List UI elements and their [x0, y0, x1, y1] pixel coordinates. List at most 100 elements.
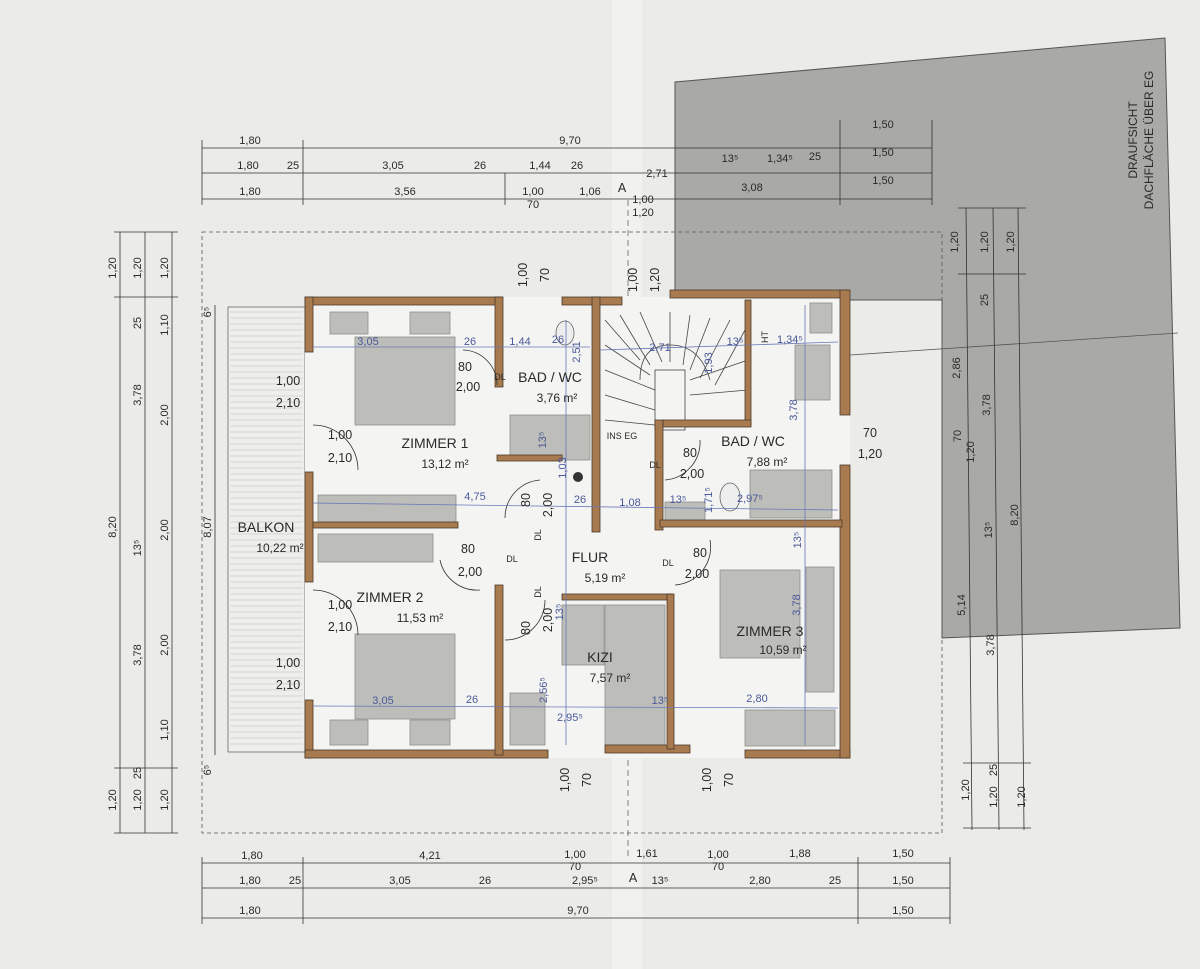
dimension-label: 1,00 — [700, 768, 714, 792]
dimension-label: 25 — [809, 151, 821, 163]
dimension-label: 13⁵ — [670, 494, 687, 506]
roof-label-1: DRAUFSICHT — [1126, 101, 1140, 179]
dimension-label: 1,20 — [960, 779, 972, 800]
sink-bad-2 — [794, 344, 831, 401]
door-swings — [312, 349, 712, 641]
dimension-label: 2,00 — [159, 634, 171, 655]
dimension-label: 1,44 — [509, 336, 530, 348]
dimension-label: 25 — [132, 767, 144, 779]
dimension-label: 26 — [571, 160, 583, 172]
toilet-bad-1 — [555, 320, 575, 346]
room-area: 10,22 m² — [256, 541, 303, 555]
dimension-label: 26 — [466, 694, 478, 706]
dimension-label: 3,05 — [357, 336, 378, 348]
dimension-label: 2,10 — [328, 451, 352, 465]
dimensions-left: 1,20 8,20 1,20 1,20 25 3,78 13⁵ 3,78 25 … — [107, 257, 214, 810]
dimension-label: 80 — [458, 360, 472, 374]
dimension-label: 1,20 — [132, 257, 144, 278]
dimension-label: 1,50 — [892, 875, 913, 887]
dimension-label: DL — [533, 529, 543, 541]
dimension-label: 9,70 — [567, 905, 588, 917]
dimension-label: 4,21 — [419, 850, 440, 862]
dimension-label: 1,03 — [557, 457, 569, 478]
dimension-label: 1,80 — [239, 905, 260, 917]
dimension-label: 3,05 — [382, 160, 403, 172]
dimension-label: 2,00 — [458, 565, 482, 579]
dimension-label: 1,50 — [892, 905, 913, 917]
room-name: ZIMMER 1 — [402, 435, 469, 451]
dimension-label: 4,75 — [464, 491, 485, 503]
dimension-label: 2,86 — [951, 357, 963, 378]
wall — [304, 296, 503, 306]
section-marker-bottom: A — [629, 871, 638, 885]
wardrobe-zimmer-1 — [317, 494, 457, 524]
dimension-label: 25 — [979, 294, 991, 306]
kizi-furniture — [604, 604, 666, 746]
dimension-label: 25 — [132, 317, 144, 329]
dimension-label: 2,10 — [276, 678, 300, 692]
dimension-label: 1,44 — [529, 160, 550, 172]
dimension-label: 1,00 — [564, 849, 585, 861]
dimension-label: 1,20 — [858, 447, 882, 461]
dimension-label: DL — [494, 372, 506, 382]
dimension-label: 5,14 — [956, 594, 968, 615]
room-name: KIZI — [587, 649, 613, 665]
dimension-label: DL — [662, 558, 674, 568]
dimension-label: 2,51 — [571, 341, 583, 362]
bathtub-bad-1 — [509, 414, 591, 461]
dimension-label: 1,80 — [241, 850, 262, 862]
dimension-label: 2,00 — [541, 493, 555, 517]
dimension-label: 1,20 — [632, 207, 653, 219]
dimension-label: 2,00 — [680, 467, 704, 481]
dimension-label: DL — [506, 554, 518, 564]
dimension-label: 1,50 — [872, 119, 893, 131]
dimension-label: 70 — [580, 773, 594, 787]
dimension-label: 1,20 — [159, 789, 171, 810]
roof-ridge-line — [849, 332, 1179, 356]
dimension-label: 1,08 — [619, 497, 640, 509]
room-area: 7,88 m² — [747, 455, 788, 469]
dimension-label: 25 — [988, 764, 1000, 776]
dimension-label: 26 — [474, 160, 486, 172]
dimension-label: 70 — [863, 426, 877, 440]
dimension-label: 1,10 — [159, 719, 171, 740]
bed-zimmer-2 — [354, 633, 456, 720]
dimension-label: 13⁵ — [722, 153, 739, 165]
wardrobe-zimmer-3 — [744, 709, 836, 747]
room-name: FLUR — [572, 549, 609, 565]
room-labels: ZIMMER 1 13,12 m² BAD / WC 3,76 m² BAD /… — [238, 369, 807, 685]
room-name: ZIMMER 2 — [357, 589, 424, 605]
dimension-label: 3,08 — [741, 182, 762, 194]
dimension-label: 1,61 — [636, 848, 657, 860]
dimension-label: 13⁵ — [983, 522, 995, 539]
dimension-label: 1,00 — [632, 194, 653, 206]
wardrobe-zimmer-2 — [317, 533, 434, 563]
dimension-label: 3,78 — [985, 634, 997, 655]
dimension-label: 26 — [479, 875, 491, 887]
dimension-label: 1,00 — [626, 268, 640, 292]
dimension-label: 1,00 — [276, 656, 300, 670]
dimension-label: 70 — [527, 199, 539, 211]
dimension-label: 80 — [693, 546, 707, 560]
dimension-label: 80 — [519, 493, 533, 507]
dimension-label: 2,00 — [456, 380, 480, 394]
walls — [304, 289, 851, 759]
dimension-label: 80 — [519, 621, 533, 635]
dimension-label: 6⁵ — [202, 307, 214, 318]
dimension-label: 2,95⁵ — [572, 875, 598, 887]
dimension-label: 1,06 — [579, 186, 600, 198]
dimension-label: 25 — [289, 875, 301, 887]
dimension-label: 70 — [569, 861, 581, 873]
outline-dashed — [201, 231, 943, 834]
dimension-label: 2,71 — [649, 342, 670, 354]
dimension-label: 26 — [574, 494, 586, 506]
dimension-label: 2,97⁵ — [737, 493, 763, 505]
room-area: 11,53 m² — [397, 611, 443, 625]
dimension-label: 2,00 — [159, 404, 171, 425]
bed-zimmer-1 — [354, 336, 456, 426]
dimension-label: DL — [533, 586, 543, 598]
dimension-label: 13⁵ — [132, 540, 144, 557]
dimension-label: 6⁵ — [202, 765, 214, 776]
dimension-label: 1,00 — [328, 598, 352, 612]
